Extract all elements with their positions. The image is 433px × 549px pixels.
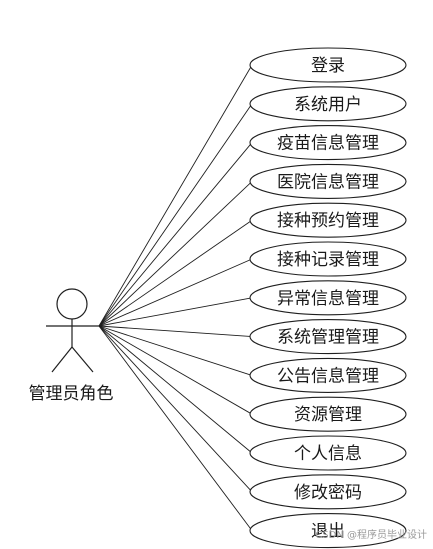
- use-case-label: 接种记录管理: [277, 250, 379, 270]
- use-case-label: 异常信息管理: [277, 289, 379, 309]
- use-case: 医院信息管理: [249, 163, 407, 199]
- use-case-ellipse: [249, 280, 407, 316]
- use-case: 接种记录管理: [249, 241, 407, 277]
- actor-label: 管理员角色: [29, 384, 114, 404]
- association-line: [98, 325, 253, 454]
- use-case-ellipse: [249, 396, 407, 432]
- use-case-ellipse: [249, 319, 407, 355]
- watermark: CSDN @程序员毕业设计: [315, 530, 427, 541]
- use-case-label: 登录: [311, 56, 345, 76]
- association-line: [98, 325, 253, 493]
- association-line: [98, 325, 253, 531]
- association-line: [98, 103, 253, 327]
- use-case-label: 疫苗信息管理: [277, 134, 379, 154]
- actor-head: [56, 288, 88, 320]
- actor-right-leg: [71, 346, 94, 373]
- use-case-label: 系统管理管理: [277, 328, 379, 348]
- use-case-label: 接种预约管理: [277, 211, 379, 231]
- use-case-ellipse: [249, 163, 407, 199]
- use-case-label: 系统用户: [294, 95, 362, 115]
- use-case-ellipse: [249, 202, 407, 238]
- use-case: 登录: [249, 47, 407, 83]
- use-case-ellipse: [249, 86, 407, 122]
- use-case-list: 登录系统用户疫苗信息管理医院信息管理接种预约管理接种记录管理异常信息管理系统管理…: [249, 47, 407, 549]
- association-line: [98, 219, 253, 327]
- use-case-label: 公告信息管理: [277, 366, 379, 386]
- use-case-ellipse: [249, 125, 407, 161]
- association-line: [98, 181, 253, 327]
- use-case: 退出: [249, 513, 407, 549]
- use-case-ellipse: [249, 435, 407, 471]
- actor-left-leg: [51, 346, 73, 373]
- use-case-label: 个人信息: [294, 444, 362, 464]
- association-line: [98, 142, 253, 327]
- use-case-ellipse: [249, 47, 407, 83]
- use-case-label: 医院信息管理: [277, 172, 379, 192]
- association-line: [98, 325, 253, 338]
- association-lines: [98, 64, 253, 531]
- use-case: 资源管理: [249, 396, 407, 432]
- use-case-ellipse: [249, 513, 407, 549]
- use-case-ellipse: [249, 241, 407, 277]
- use-case-label: 资源管理: [294, 405, 362, 425]
- association-line: [98, 297, 253, 327]
- association-line: [98, 258, 253, 327]
- use-case-label: 退出: [311, 522, 345, 542]
- use-case: 个人信息: [249, 435, 407, 471]
- actor-figure: 管理员角色: [29, 288, 114, 404]
- use-case-ellipse: [249, 357, 407, 393]
- association-line: [98, 64, 253, 327]
- use-case-label: 修改密码: [294, 483, 362, 503]
- use-case: 疫苗信息管理: [249, 125, 407, 161]
- use-case: 系统用户: [249, 86, 407, 122]
- use-case: 修改密码: [249, 474, 407, 510]
- use-case: 公告信息管理: [249, 357, 407, 393]
- use-case: 系统管理管理: [249, 319, 407, 355]
- use-case-ellipse: [249, 474, 407, 510]
- association-line: [98, 325, 253, 415]
- use-case: 异常信息管理: [249, 280, 407, 316]
- association-line: [98, 325, 253, 376]
- use-case: 接种预约管理: [249, 202, 407, 238]
